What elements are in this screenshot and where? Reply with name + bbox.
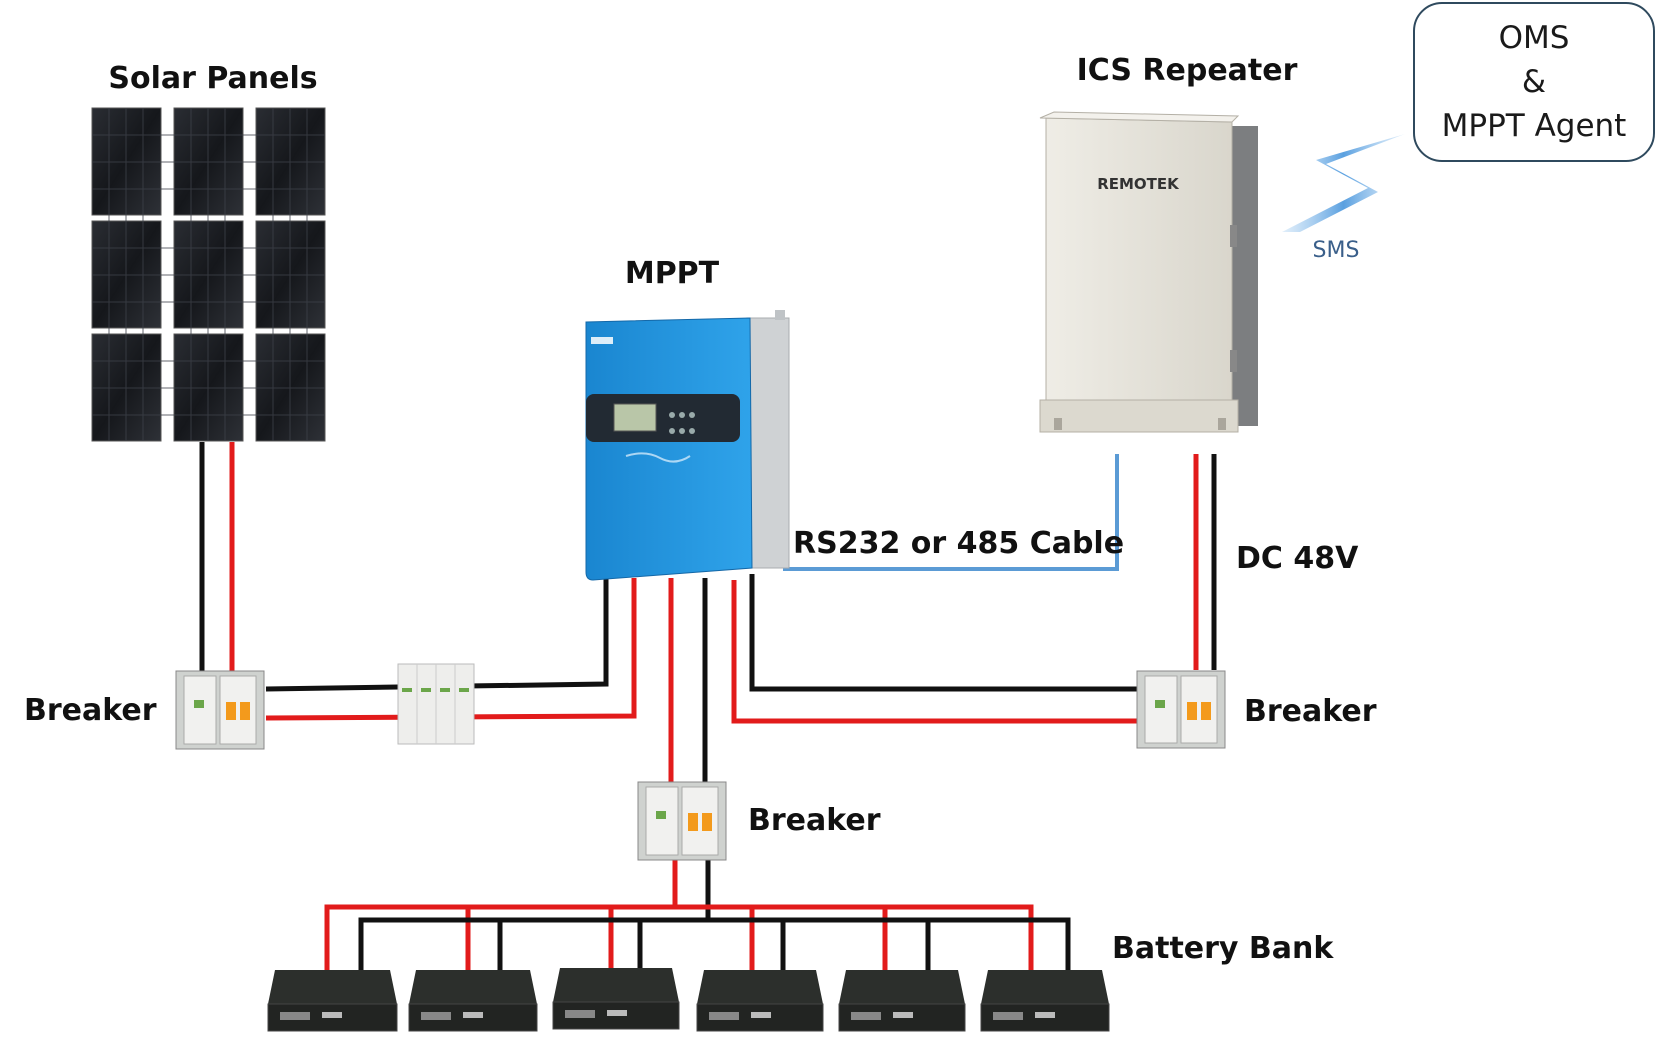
oms-line-2: & bbox=[1522, 64, 1546, 100]
repeater-cabinet-icon: REMOTEK bbox=[1039, 111, 1258, 433]
solar-panel-array bbox=[91, 107, 326, 442]
right-negative-wire bbox=[749, 574, 1142, 692]
positive-bus bbox=[324, 904, 1034, 972]
battery-icon bbox=[552, 968, 680, 1030]
sms-label: SMS bbox=[1313, 238, 1360, 263]
breaker-right-label: Breaker bbox=[1244, 694, 1377, 729]
sms-lightning-icon bbox=[1282, 134, 1405, 232]
breaker-icon-center bbox=[637, 781, 727, 861]
mppt-label: MPPT bbox=[625, 256, 720, 291]
left-negative-wire bbox=[265, 572, 609, 692]
rs-cable-label: RS232 or 485 Cable bbox=[793, 526, 1124, 561]
surge-protector-icon bbox=[397, 663, 475, 745]
negative-bus bbox=[358, 917, 1071, 972]
battery-bank bbox=[267, 968, 1110, 1032]
battery-icon bbox=[408, 970, 538, 1032]
wiring bbox=[199, 442, 1217, 972]
left-positive-wire bbox=[265, 578, 637, 721]
oms-line-3: MPPT Agent bbox=[1442, 108, 1627, 144]
ics-repeater-label: ICS Repeater bbox=[1077, 53, 1298, 88]
battery-icon bbox=[980, 970, 1110, 1032]
mppt-controller-icon bbox=[585, 310, 790, 581]
breaker-icon-left bbox=[175, 670, 265, 750]
solar-panel-icon bbox=[91, 107, 326, 442]
right-positive-wire bbox=[731, 580, 1142, 724]
breaker-center-label: Breaker bbox=[748, 803, 881, 838]
breaker-left-label: Breaker bbox=[24, 693, 157, 728]
rs-cable-wire bbox=[783, 454, 1119, 571]
repeater-brand-text: REMOTEK bbox=[1097, 175, 1180, 193]
battery-bank-label: Battery Bank bbox=[1112, 931, 1334, 966]
dc-voltage-label: DC 48V bbox=[1236, 541, 1359, 576]
battery-icon bbox=[838, 970, 966, 1032]
oms-line-1: OMS bbox=[1499, 20, 1570, 56]
breaker-icon-right bbox=[1136, 670, 1226, 749]
battery-icon bbox=[696, 970, 824, 1032]
solar-panels-label: Solar Panels bbox=[108, 61, 317, 96]
battery-icon bbox=[267, 970, 398, 1032]
oms-box bbox=[1413, 2, 1655, 162]
